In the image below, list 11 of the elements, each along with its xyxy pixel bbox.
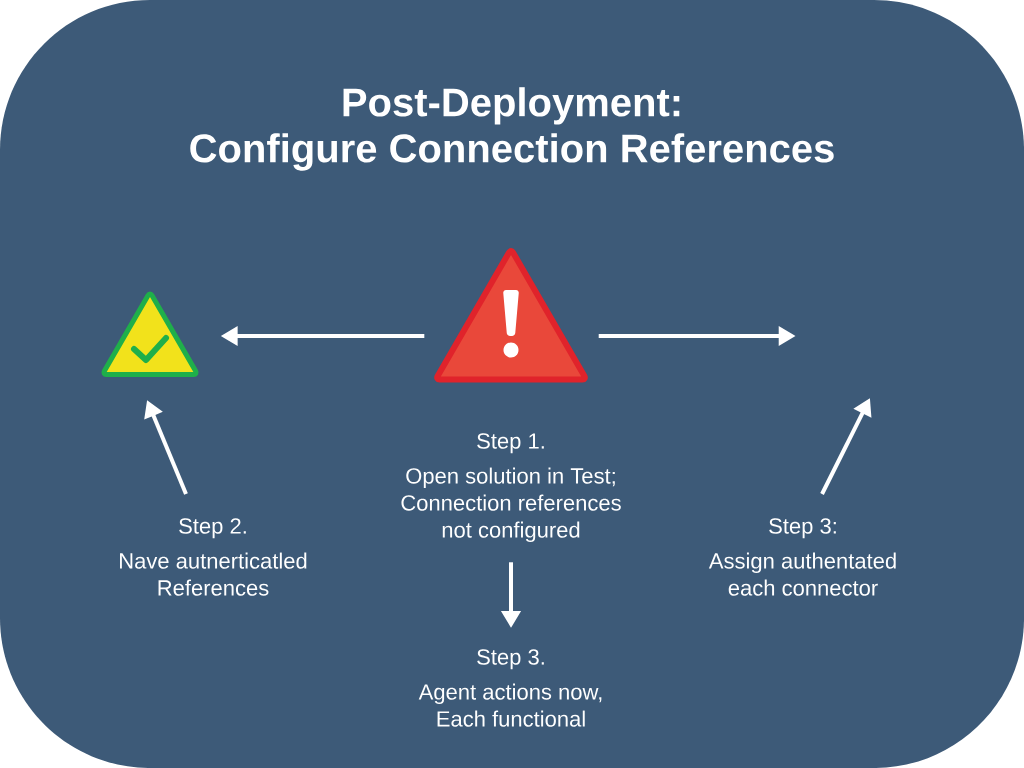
- step-description: Nave autnerticatled References: [120, 552, 307, 596]
- step-heading: Step 1.: [477, 433, 544, 454]
- step-heading: Step 2.: [179, 518, 246, 539]
- warning-icon: [434, 248, 588, 383]
- step-description: Assign authentated each connector: [708, 552, 896, 596]
- step-heading: Step 3:: [769, 518, 836, 539]
- check-icon: [101, 291, 199, 377]
- step-description: Agent actions now, Each functional: [418, 683, 602, 727]
- step-heading: Step 3.: [477, 649, 544, 670]
- title: Post-Deployment: Configure Connection References: [190, 87, 834, 171]
- step-description: Open solution in Test; Connection references not configured: [401, 467, 621, 543]
